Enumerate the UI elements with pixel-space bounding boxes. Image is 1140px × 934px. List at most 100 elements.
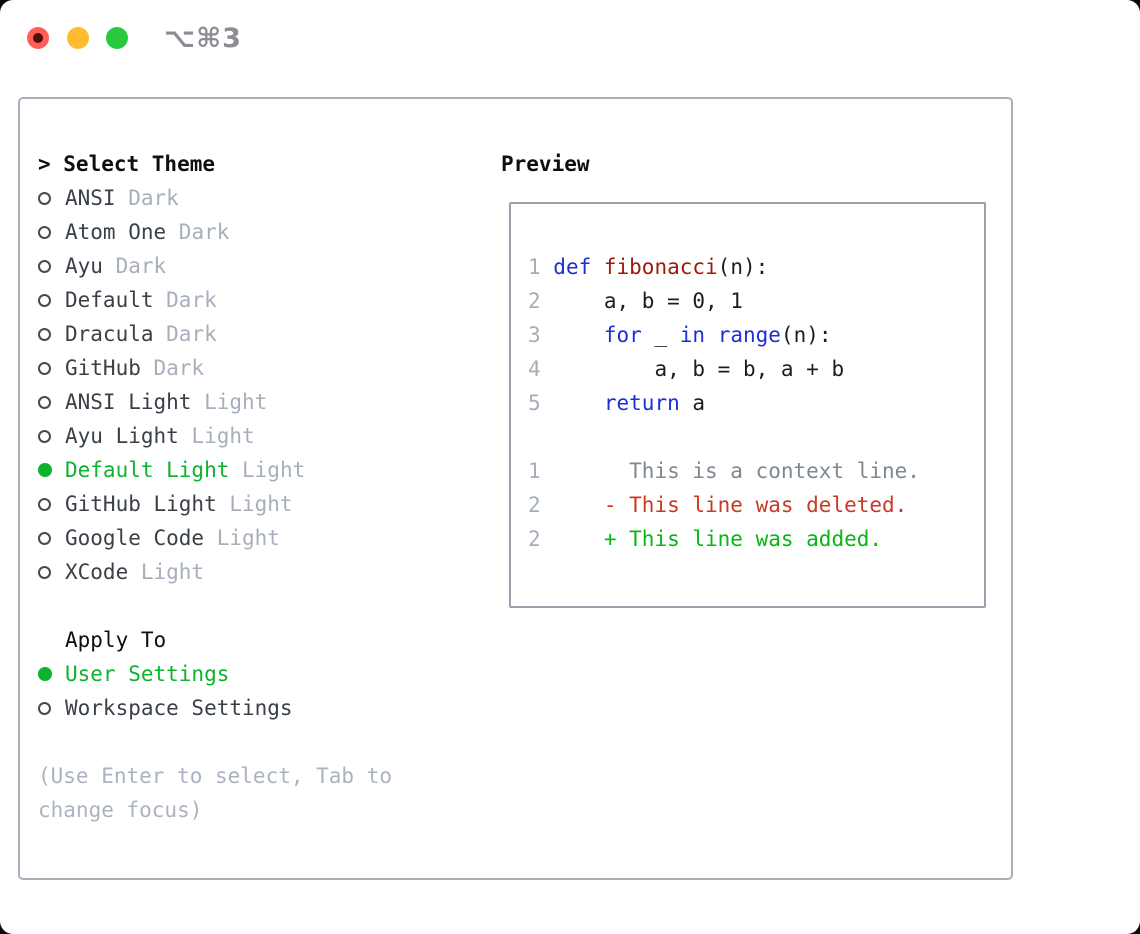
token-del: - This line was deleted.: [553, 493, 908, 517]
radio-mark: [38, 565, 65, 579]
option-label: ANSI: [65, 186, 116, 210]
radio-icon: [38, 395, 51, 409]
keyboard-hint: (Use Enter to select, Tab to change focu…: [38, 764, 393, 822]
titlebar: ⌥⌘3: [0, 0, 1140, 76]
token-kw: def: [553, 255, 604, 279]
radio-mark: [38, 497, 65, 511]
radio-icon: [38, 361, 51, 375]
option-label: Google Code: [65, 526, 205, 550]
line-number: 2: [528, 493, 541, 517]
option-label: Ayu: [65, 254, 103, 278]
token-pl: a, b = b, a + b: [553, 357, 845, 381]
code-line: 5 return a: [528, 386, 984, 420]
line-number: 2: [528, 289, 541, 313]
radio-mark: [38, 701, 65, 715]
close-button[interactable]: [27, 27, 49, 49]
radio-mark: [38, 531, 65, 545]
line-number: 2: [528, 527, 541, 551]
theme-option-ansi-light[interactable]: ANSI Light Light: [38, 385, 468, 419]
token-pl: [553, 391, 604, 415]
line-number: 5: [528, 391, 541, 415]
radio-mark: [38, 395, 65, 409]
token-pl: [553, 323, 604, 347]
line-number: 1: [528, 255, 541, 279]
radio-mark: [38, 667, 65, 681]
token-pl: (n):: [717, 255, 769, 279]
radio-icon: [38, 565, 51, 579]
apply-to-label: Apply To: [65, 628, 167, 652]
radio-icon: [38, 293, 51, 307]
option-variant: Dark: [128, 186, 179, 210]
option-variant: Light: [242, 458, 306, 482]
theme-option-ansi[interactable]: ANSI Dark: [38, 181, 468, 215]
token-fn: fibonacci: [603, 255, 718, 279]
code-line: 1 This is a context line.: [528, 454, 984, 488]
radio-mark: [38, 429, 65, 443]
radio-icon: [38, 497, 51, 511]
token-pl: [705, 323, 718, 347]
line-number: 3: [528, 323, 541, 347]
token-pl: (n):: [780, 323, 832, 347]
option-label: Atom One: [65, 220, 167, 244]
theme-option-dracula[interactable]: Dracula Dark: [38, 317, 468, 351]
option-label: GitHub: [65, 356, 141, 380]
option-variant: Light: [216, 526, 280, 550]
option-variant: Dark: [115, 254, 167, 278]
option-variant: Dark: [166, 322, 217, 346]
option-label: GitHub Light: [65, 492, 217, 516]
option-variant: Light: [191, 424, 255, 448]
radio-mark: [38, 361, 65, 375]
radio-mark: [38, 259, 65, 273]
option-variant: Light: [140, 560, 205, 584]
code-line: 4 a, b = b, a + b: [528, 352, 984, 386]
option-label: Ayu Light: [65, 424, 179, 448]
radio-mark: [38, 191, 65, 205]
option-label: Dracula: [65, 322, 154, 346]
option-label: Default Light: [65, 458, 230, 482]
token-kw: return: [603, 391, 680, 415]
radio-mark: [38, 225, 65, 239]
theme-option-xcode[interactable]: XCode Light: [38, 555, 468, 589]
option-label: ANSI Light: [65, 390, 192, 414]
line-number: 1: [528, 459, 541, 483]
theme-option-google-code[interactable]: Google Code Light: [38, 521, 468, 555]
apply-to-header: Apply To: [38, 623, 468, 657]
window-title: ⌥⌘3: [164, 22, 242, 54]
code-line: 2 a, b = 0, 1: [528, 284, 984, 318]
code-line: 2 - This line was deleted.: [528, 488, 984, 522]
zoom-button[interactable]: [106, 27, 128, 49]
token-kw: in: [679, 323, 706, 347]
radio-mark: [38, 293, 65, 307]
minimize-button[interactable]: [67, 27, 89, 49]
apply-option-user-settings[interactable]: User Settings: [38, 657, 468, 691]
token-ctx: This is a context line.: [553, 459, 920, 483]
token-pl: a, b = 0, 1: [553, 289, 743, 313]
theme-option-ayu-light[interactable]: Ayu Light Light: [38, 419, 468, 453]
theme-option-default-light[interactable]: Default Light Light: [38, 453, 468, 487]
option-variant: Light: [204, 390, 268, 414]
radio-selected-icon: [38, 463, 52, 477]
apply-option-workspace-settings[interactable]: Workspace Settings: [38, 691, 468, 725]
select-theme-header: > Select Theme: [38, 152, 216, 176]
theme-option-ayu[interactable]: Ayu Dark: [38, 249, 468, 283]
option-label: Default: [65, 288, 154, 312]
preview-header: Preview: [501, 152, 590, 176]
option-label: XCode: [65, 560, 129, 584]
theme-option-github-light[interactable]: GitHub Light Light: [38, 487, 468, 521]
radio-icon: [38, 701, 51, 715]
option-variant: Light: [229, 492, 293, 516]
token-pl: a: [679, 391, 706, 415]
radio-selected-icon: [38, 667, 52, 681]
radio-mark: [38, 327, 65, 341]
diff-preview: 1 This is a context line.2 - This line w…: [528, 454, 984, 556]
token-kw: range: [717, 323, 781, 347]
code-line: 1 def fibonacci(n):: [528, 250, 984, 284]
